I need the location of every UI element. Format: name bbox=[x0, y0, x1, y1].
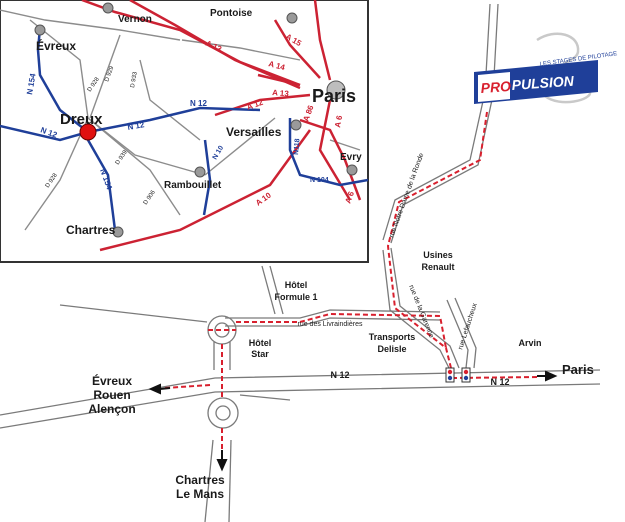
road-n12-dreux: N 12 bbox=[127, 120, 146, 132]
city-rambouillet: Rambouillet bbox=[164, 180, 222, 191]
inset-city-dots bbox=[34, 2, 358, 238]
dot-vernon bbox=[102, 2, 114, 14]
label-to-alencon: Alençon bbox=[88, 402, 135, 416]
detail-road-grey bbox=[0, 3, 601, 522]
label-hotel-formule1-1: Hôtel bbox=[285, 280, 308, 290]
label-transports-1: Transports bbox=[369, 332, 416, 342]
road-a6-top: A 6 bbox=[333, 114, 344, 128]
label-hotel-star-2: Star bbox=[251, 349, 269, 359]
dot-rambouillet bbox=[194, 166, 206, 178]
city-vernon: Vernon bbox=[118, 14, 152, 25]
route-path bbox=[164, 111, 541, 455]
inset-city-labels: Vernon Pontoise Évreux Paris Dreux Versa… bbox=[36, 8, 362, 237]
label-rue-livraindieres: rue des Livraindières bbox=[298, 321, 363, 328]
city-evry: Evry bbox=[340, 152, 362, 163]
city-pontoise: Pontoise bbox=[210, 8, 253, 19]
city-versailles: Versailles bbox=[226, 125, 282, 139]
dot-dreux bbox=[79, 123, 97, 141]
inset-map: A 13 A 15 A 14 A 13 A 12 A 86 A 6 A 6 A … bbox=[0, 0, 369, 263]
label-hotel-star-1: Hôtel bbox=[249, 338, 272, 348]
road-d929: D 929 bbox=[104, 65, 115, 83]
city-paris: Paris bbox=[312, 86, 356, 106]
city-evreux: Évreux bbox=[36, 38, 76, 53]
road-a14: A 14 bbox=[267, 59, 286, 72]
label-arvin: Arvin bbox=[518, 338, 541, 348]
dot-evry bbox=[346, 164, 358, 176]
label-to-paris: Paris bbox=[562, 362, 594, 377]
label-transports-2: Delisle bbox=[377, 344, 406, 354]
road-a13-mid: A 13 bbox=[272, 88, 290, 98]
label-to-evreux: Évreux bbox=[92, 373, 132, 388]
label-hotel-formule1-2: Formule 1 bbox=[274, 292, 317, 302]
city-chartres: Chartres bbox=[66, 223, 116, 237]
dot-versailles bbox=[290, 119, 302, 131]
logo-brand-right: PULSION bbox=[511, 73, 575, 93]
label-to-chartres: Chartres bbox=[175, 473, 225, 487]
road-n118: N118 bbox=[293, 138, 301, 155]
label-n12-east: N 12 bbox=[490, 377, 509, 387]
road-n12-center: N 12 bbox=[190, 99, 207, 108]
inset-national-roads bbox=[0, 27, 368, 231]
label-to-le-mans: Le Mans bbox=[176, 487, 224, 501]
dot-paris bbox=[326, 80, 346, 100]
label-rue-lefaucheux: rue Lefaucheux bbox=[457, 302, 479, 351]
label-n12-main: N 12 bbox=[330, 370, 349, 380]
road-d933: D 933 bbox=[130, 71, 139, 88]
dot-chartres bbox=[112, 226, 124, 238]
traffic-lights bbox=[445, 367, 471, 383]
road-n104: N 104 bbox=[310, 177, 329, 184]
road-n154-top: N 154 bbox=[25, 72, 38, 95]
city-dreux: Dreux bbox=[60, 111, 103, 128]
label-usines-2: Renault bbox=[421, 262, 454, 272]
dot-pontoise bbox=[286, 12, 298, 24]
inset-local-roads bbox=[0, 9, 361, 231]
dot-evreux bbox=[34, 24, 46, 36]
label-to-rouen: Rouen bbox=[93, 388, 130, 402]
label-usines-1: Usines bbox=[423, 250, 453, 260]
direction-arrows bbox=[148, 370, 558, 472]
logo-brand-left: PRO bbox=[480, 78, 511, 96]
road-a6-bottom: A 6 bbox=[343, 190, 356, 205]
